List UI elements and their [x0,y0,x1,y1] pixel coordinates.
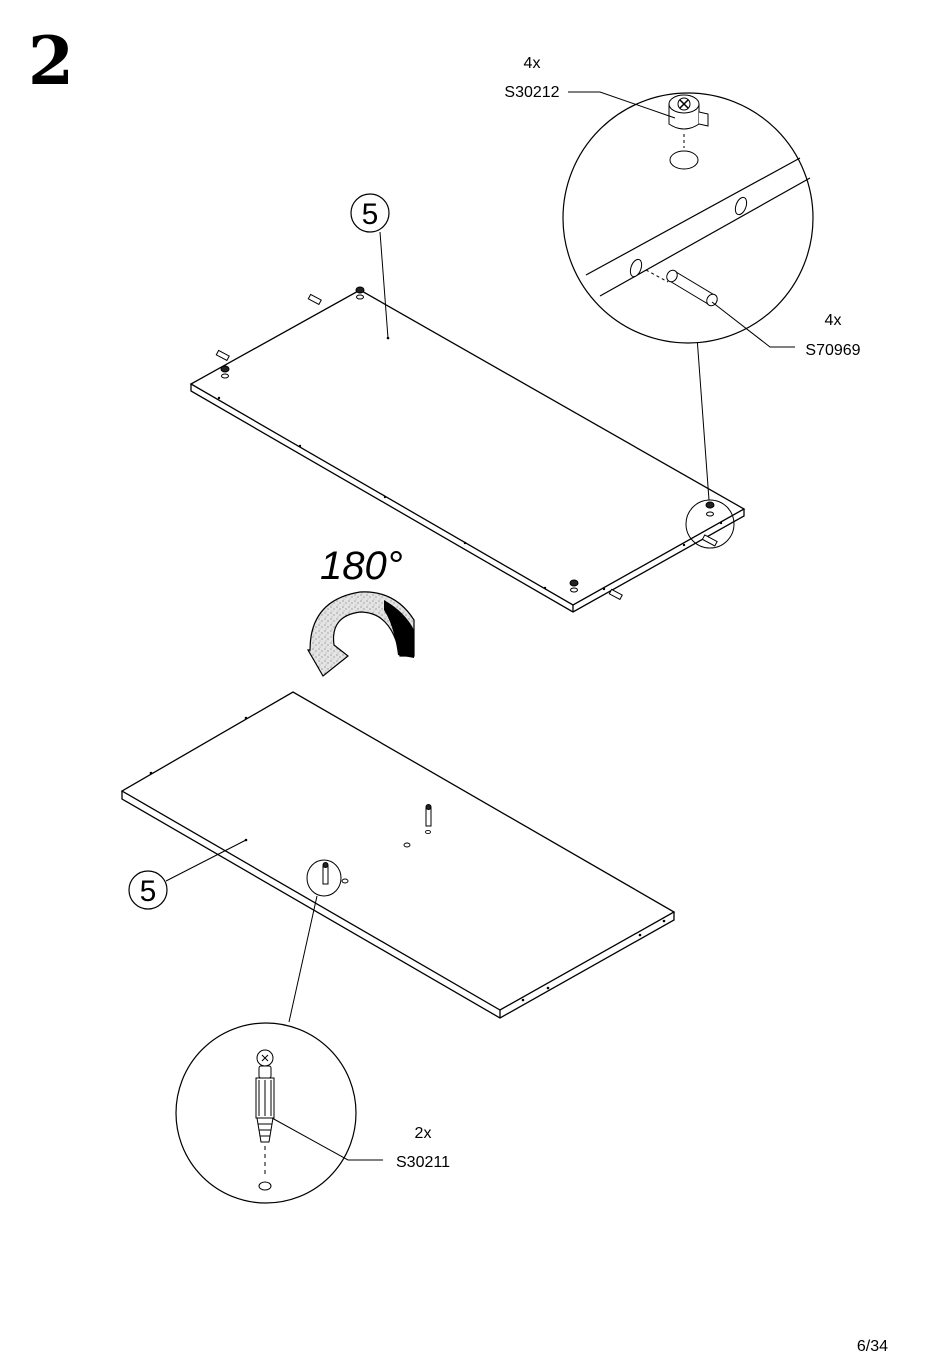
bolt-qty: 2x [415,1125,432,1142]
bottom-panel [122,692,674,1018]
bottom-panel-label: 5 [140,875,157,908]
rotate-arrow-icon [308,592,414,676]
magnified-view-bottom [176,1023,383,1203]
cam-lock-code: S30212 [504,84,559,101]
bottom-panel-face [122,692,674,1010]
rotation-label: 180° [320,544,403,588]
step-number: 2 [28,22,74,100]
magnified-view-top [563,92,813,347]
dowel-qty: 4x [825,312,842,329]
cam-lock-qty: 4x [524,55,541,72]
dowel-code: S70969 [805,342,860,359]
top-panel-label: 5 [362,198,379,231]
page-number: 6/34 [857,1338,888,1356]
bolt-code: S30211 [396,1154,450,1171]
